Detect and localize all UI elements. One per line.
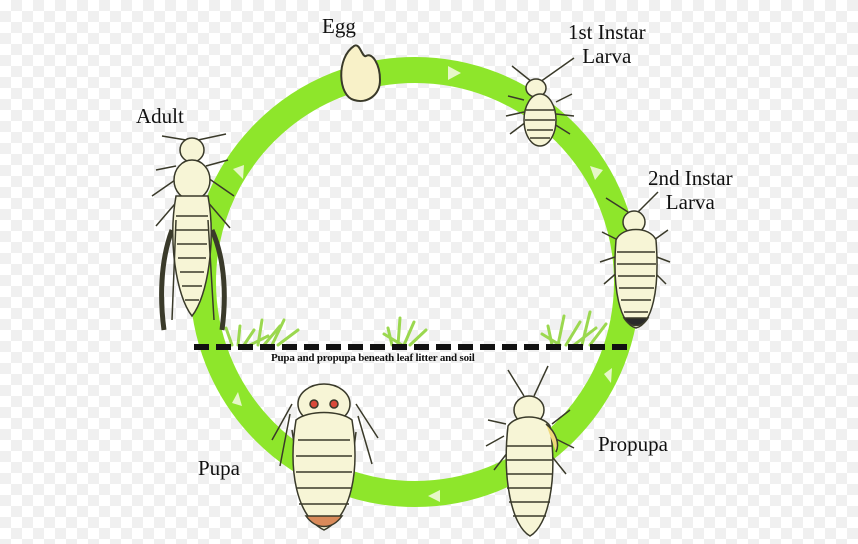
second-instar-label-line2: Larva (648, 190, 733, 214)
adult-label: Adult (136, 104, 184, 128)
first-instar-label-line2: Larva (568, 44, 646, 68)
second-instar-label: 2nd Instar Larva (648, 166, 733, 214)
propupa-label: Propupa (598, 432, 668, 456)
divider-caption: Pupa and propupa beneath leaf litter and… (271, 352, 561, 364)
second-instar-label-line1: 2nd Instar (648, 166, 733, 190)
grass-icon (226, 312, 606, 345)
egg-label: Egg (322, 14, 356, 38)
life-cycle-ring (203, 70, 627, 494)
first-instar-label: 1st Instar Larva (568, 20, 646, 68)
pupa-label: Pupa (198, 456, 240, 480)
egg-icon (341, 45, 380, 101)
first-instar-label-line1: 1st Instar (568, 20, 646, 44)
